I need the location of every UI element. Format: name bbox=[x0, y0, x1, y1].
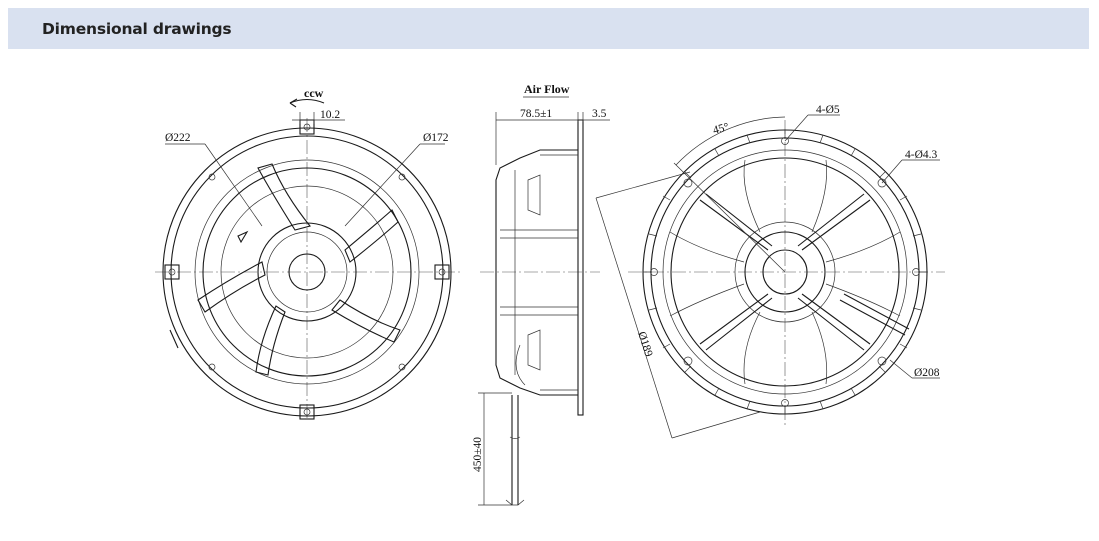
inner-diameter-label: Ø172 bbox=[423, 132, 449, 144]
flange-dim-label: 3.5 bbox=[592, 108, 607, 120]
hole-b-label: 4-Ø4.3 bbox=[905, 149, 938, 161]
rear-view bbox=[595, 114, 945, 439]
front-view bbox=[155, 98, 462, 420]
rotation-label: ccw bbox=[304, 86, 324, 100]
outer-diameter-label: Ø222 bbox=[165, 132, 191, 144]
airflow-label: Air Flow bbox=[524, 82, 570, 96]
side-view bbox=[478, 96, 610, 506]
depth-dim-label: 78.5±1 bbox=[520, 108, 552, 120]
angle-label: 45° bbox=[712, 121, 731, 137]
offset-dim-label: 10.2 bbox=[320, 109, 340, 121]
section-header: Dimensional drawings bbox=[8, 8, 1089, 49]
hole-a-label: 4-Ø5 bbox=[816, 104, 840, 116]
guard-diameter-label: Ø208 bbox=[914, 367, 940, 379]
bolt-circle-label: Ø189 bbox=[635, 330, 654, 358]
section-title: Dimensional drawings bbox=[42, 19, 232, 38]
cable-length-label: 450±40 bbox=[472, 437, 484, 472]
